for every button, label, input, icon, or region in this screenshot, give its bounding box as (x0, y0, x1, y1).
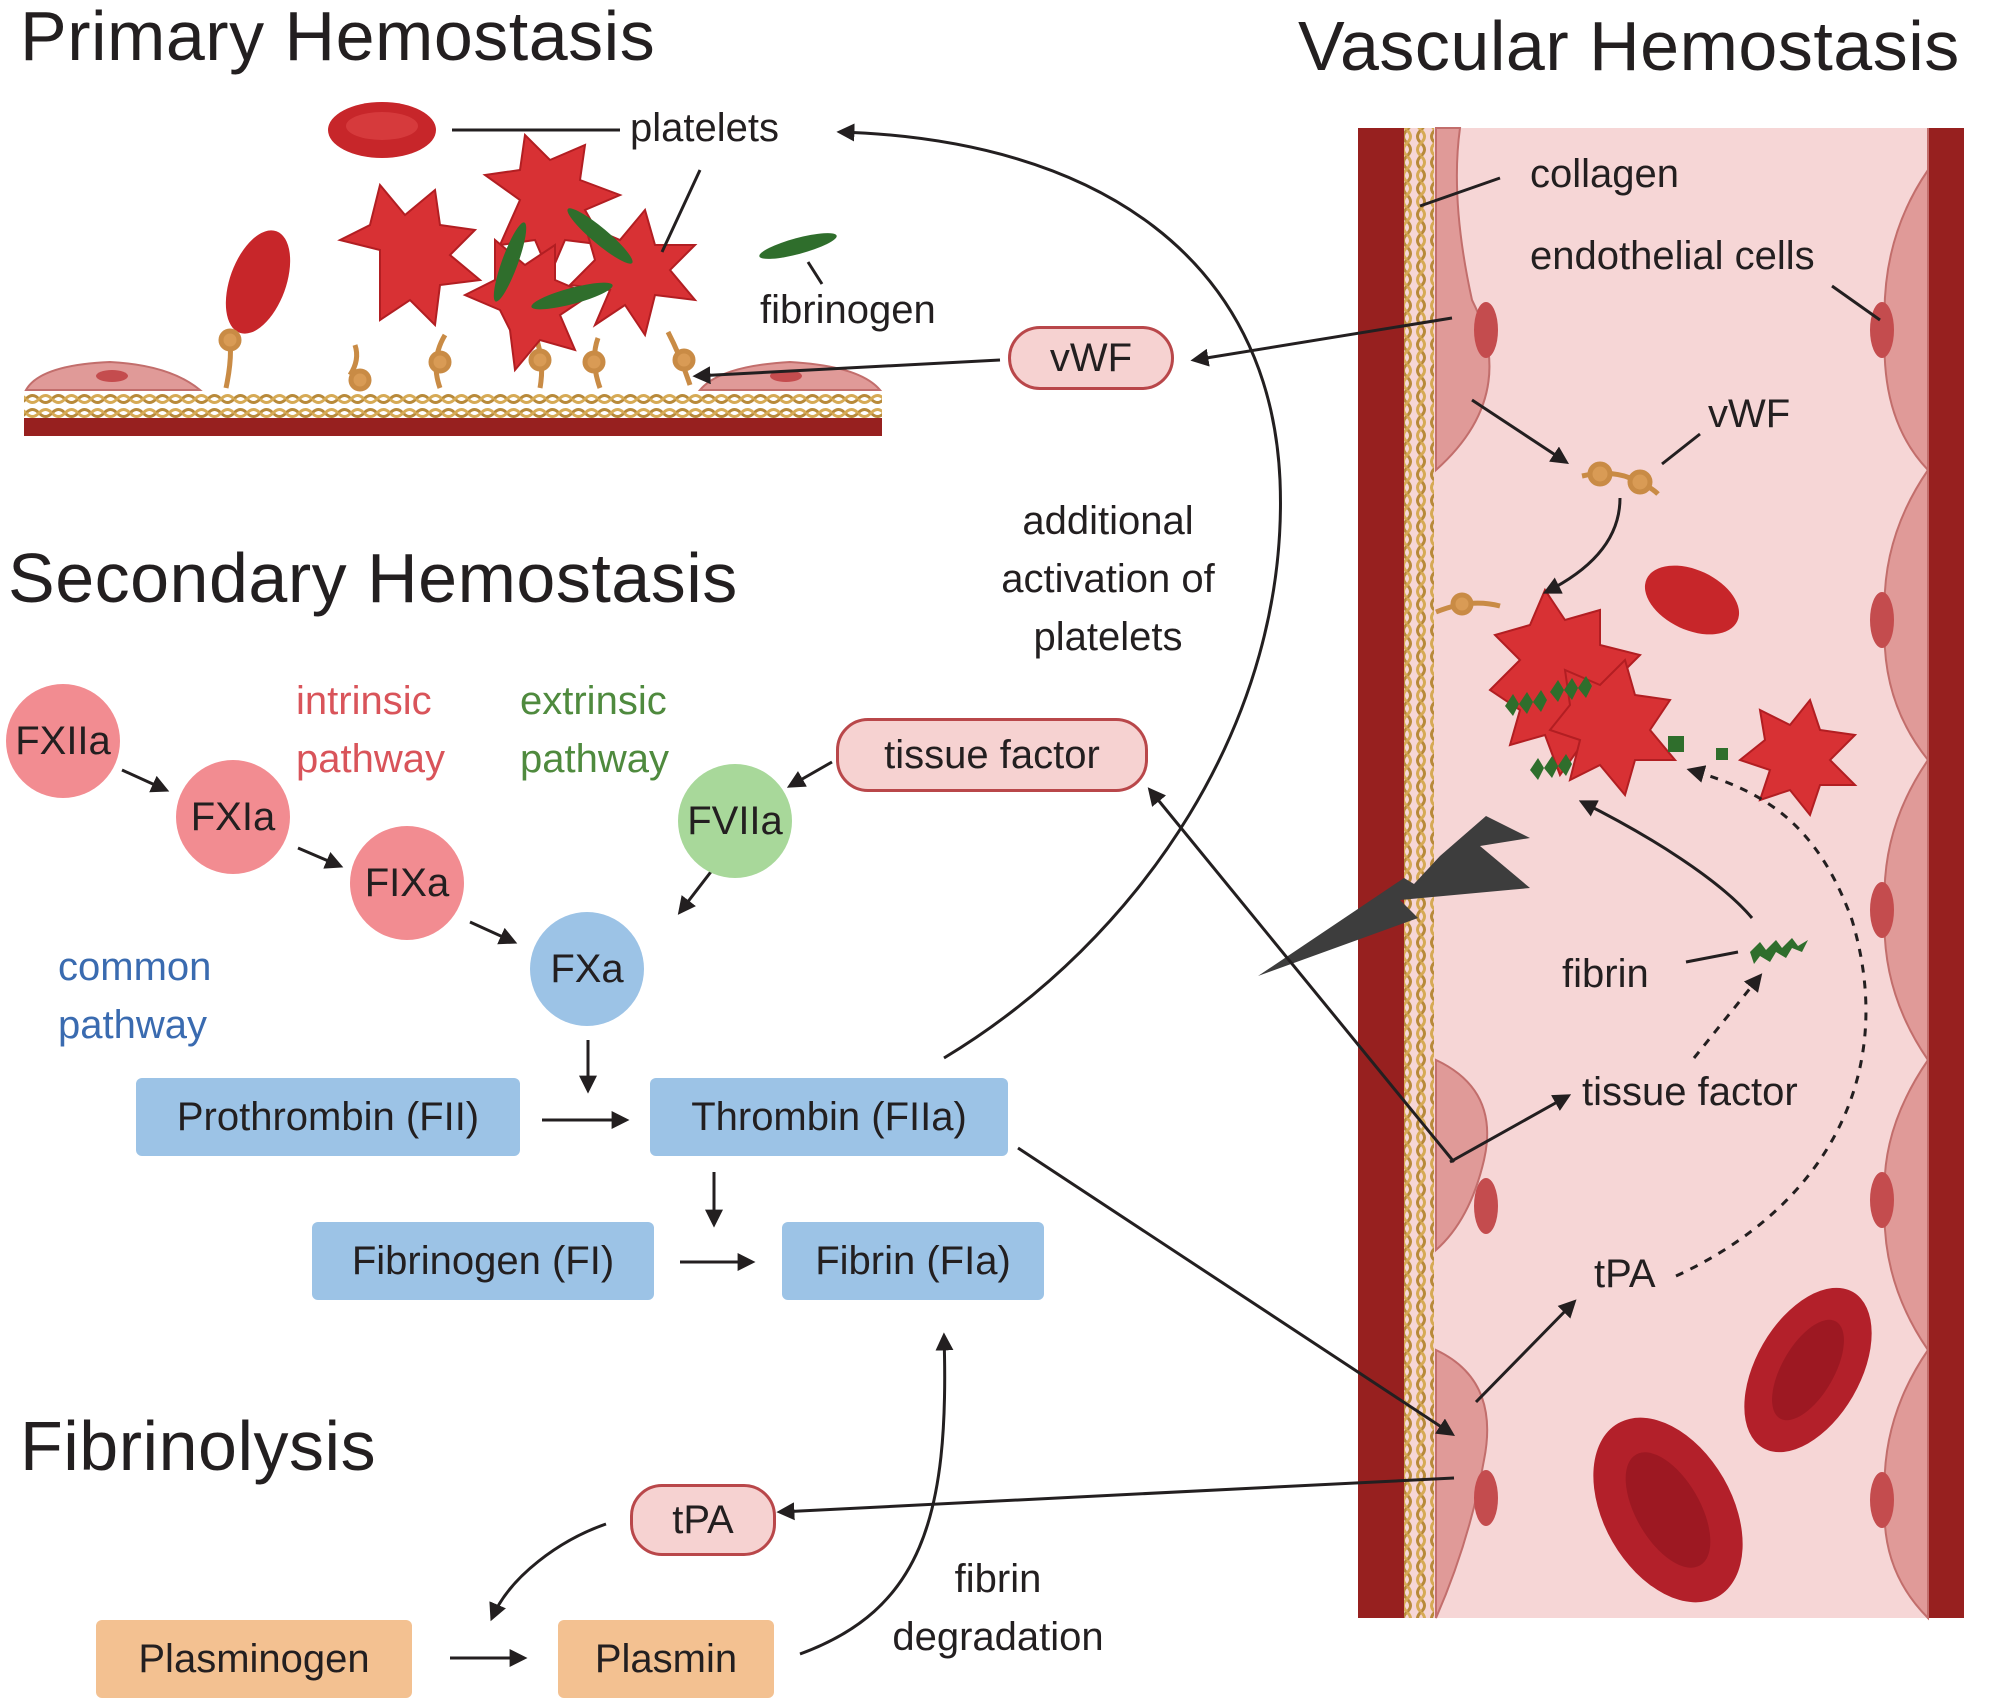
label-fibrin-degradation: fibrin degradation (892, 1557, 1104, 1659)
factor-fviia: FVIIa (678, 764, 792, 878)
label-additional-activation: additional activation of platelets (1001, 499, 1215, 659)
box-fibrinogen: Fibrinogen (FI) (312, 1222, 654, 1300)
label-common-pathway: common pathway (58, 945, 212, 1047)
vessel-resting-platelet (1644, 565, 1740, 635)
box-prothrombin: Prothrombin (FII) (136, 1078, 520, 1156)
box-thrombin: Thrombin (FIIa) (650, 1078, 1008, 1156)
label-platelets: platelets (630, 106, 779, 150)
heading-fibrinolysis: Fibrinolysis (20, 1407, 377, 1485)
free-fibrinogen (759, 233, 837, 259)
tissue-factor-pill: tissue factor (836, 718, 1148, 792)
factor-fixa: FIXa (350, 826, 464, 940)
factor-fxia: FXIa (176, 760, 290, 874)
box-fibrin: Fibrin (FIa) (782, 1222, 1044, 1300)
vessel-label-tpa: tPA (1594, 1252, 1656, 1296)
heading-secondary-hemostasis: Secondary Hemostasis (8, 539, 738, 617)
vessel-label-fibrin: fibrin (1562, 952, 1649, 996)
tpa-pill-label: tPA (672, 1497, 734, 1542)
label-extrinsic-pathway: extrinsic pathway (520, 679, 669, 781)
factor-fxiia: FXIIa (6, 684, 120, 798)
heading-vascular-hemostasis: Vascular Hemostasis (1298, 7, 1960, 85)
adhering-platelet (225, 230, 291, 334)
heading-primary-hemostasis: Primary Hemostasis (20, 0, 656, 75)
box-plasminogen: Plasminogen (96, 1620, 412, 1698)
label-intrinsic-pathway: intrinsic pathway (296, 679, 445, 781)
vessel-illustration (1258, 127, 1964, 1621)
tpa-pill: tPA (630, 1484, 776, 1556)
vessel-wall-right (1928, 128, 1964, 1618)
activated-platelet (462, 237, 593, 373)
vessel-label-endothelial-cells: endothelial cells (1530, 234, 1815, 278)
vessel-wall-left (1358, 128, 1404, 1618)
collagen-layer (24, 390, 882, 418)
vessel-label-vwf: vWF (1708, 392, 1791, 436)
vessel-label-collagen: collagen (1530, 152, 1680, 196)
primary-hemostasis-illustration (24, 102, 883, 436)
vwf-pill-label: vWF (1049, 335, 1133, 380)
label-fibrinogen: fibrinogen (760, 288, 936, 332)
activated-platelet (337, 182, 483, 328)
tissue-factor-label: tissue factor (884, 732, 1100, 777)
fibrin-fragment (1750, 938, 1808, 964)
injury-lightning-icon (1258, 816, 1530, 976)
vessel-label-tissue-factor: tissue factor (1582, 1070, 1798, 1114)
vessel-wall-strip (24, 418, 882, 436)
vessel-activated-platelet (1737, 697, 1858, 818)
box-plasmin: Plasmin (558, 1620, 774, 1698)
vwf-pill: vWF (1008, 326, 1174, 390)
factor-fxa: FXa (530, 912, 644, 1026)
